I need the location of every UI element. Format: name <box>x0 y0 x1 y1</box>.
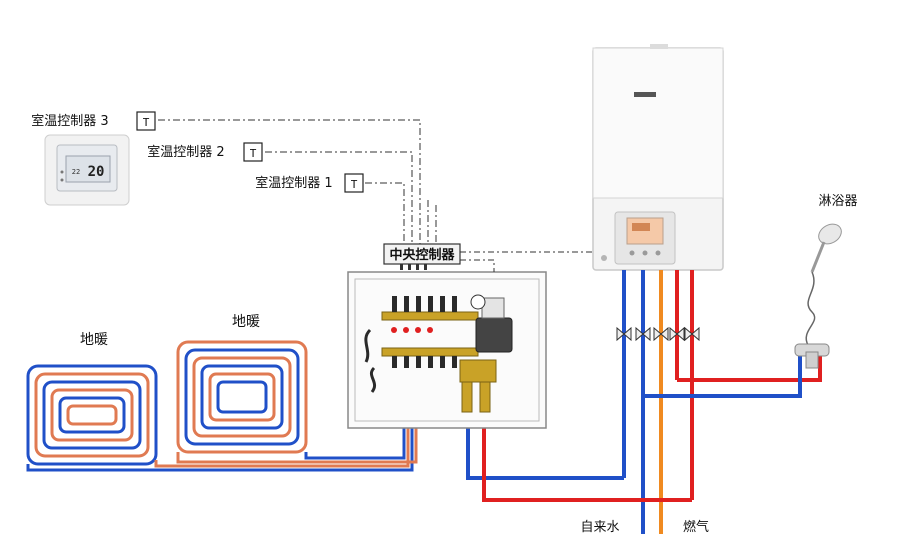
shower-label: 淋浴器 <box>818 194 857 209</box>
pipe-valves <box>616 326 700 342</box>
boiler-logo <box>634 92 656 97</box>
room-thermostat-2: 室温控制器 2 T <box>147 142 263 162</box>
thermostat-2-t-icon: T <box>250 147 257 160</box>
thermostat-device: 20 22 <box>44 134 130 206</box>
boiler-pipes <box>466 270 822 534</box>
room-thermostat-1: 室温控制器 1 T <box>255 173 364 193</box>
thermostat-3-label: 室温控制器 3 <box>31 113 108 129</box>
tap-water-label: 自来水 <box>580 520 619 535</box>
thermostat-1-label: 室温控制器 1 <box>255 175 332 191</box>
gas-label: 燃气 <box>683 519 709 535</box>
thermostat-sub-readout: 22 <box>72 168 80 176</box>
central-controller: 中央控制器 <box>383 243 593 272</box>
manifold-cabinet <box>347 271 547 429</box>
floor-heating-label-2: 地暖 <box>232 314 260 330</box>
thermostat-2-label: 室温控制器 2 <box>147 144 224 160</box>
floor-heating-label-1: 地暖 <box>80 332 108 348</box>
thermostat-1-t-icon: T <box>351 178 358 191</box>
shower-fixture <box>794 223 842 369</box>
thermostat-3-t-icon: T <box>143 116 150 129</box>
floor-heating-loop-2 <box>176 340 308 454</box>
controller-wiring <box>158 119 437 244</box>
wall-boiler <box>592 44 724 271</box>
thermostat-temp-readout: 20 <box>88 164 105 180</box>
room-thermostat-3: 室温控制器 3 T <box>31 111 156 131</box>
central-controller-label: 中央控制器 <box>389 247 455 263</box>
floor-heating-loop-1 <box>26 364 158 466</box>
